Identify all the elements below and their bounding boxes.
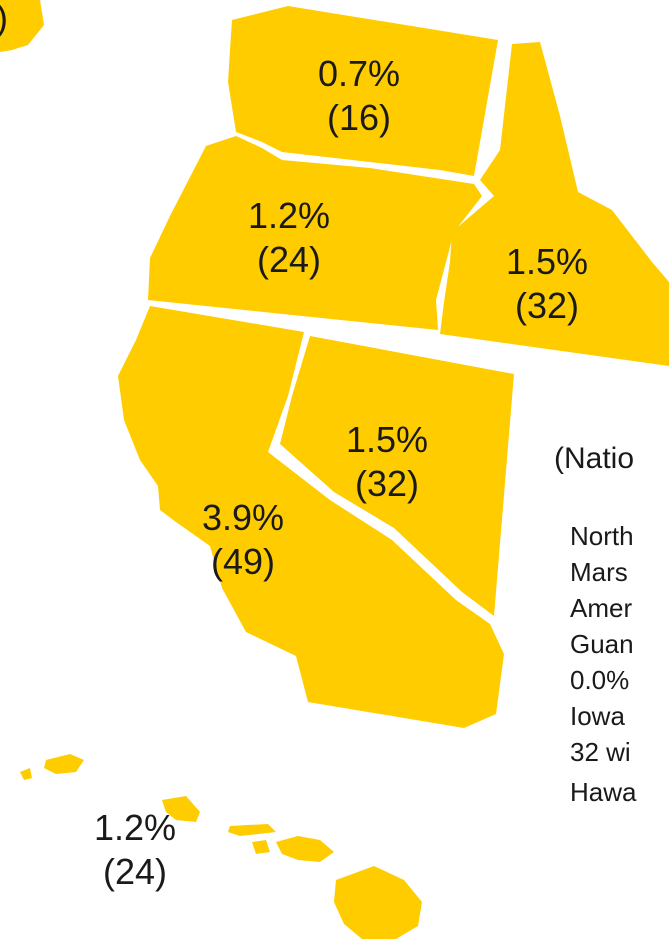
notes-line: North: [570, 521, 634, 551]
notes-line: Iowa: [570, 701, 625, 731]
notes-line: 0.0%: [570, 665, 630, 695]
hawaii-island-kauai: [44, 754, 84, 774]
state-nevada[interactable]: [280, 336, 514, 616]
alaska-fragment-label: ): [0, 0, 8, 40]
hawaii-island-oahu: [162, 796, 200, 822]
hawaii-island-molokai: [228, 824, 276, 836]
label-nevada-count: (32): [355, 463, 420, 504]
notes-line: 32 wi: [570, 737, 631, 767]
state-alaska[interactable]: [0, 0, 44, 52]
notes-line: Amer: [570, 593, 633, 623]
label-washington-pct: 0.7%: [318, 53, 401, 94]
label-california-count: (49): [211, 541, 276, 582]
label-nevada-pct: 1.5%: [346, 419, 429, 460]
label-california-pct: 3.9%: [202, 497, 285, 538]
label-hawaii-pct: 1.2%: [94, 807, 177, 848]
label-idaho-count: (32): [515, 285, 580, 326]
state-california[interactable]: [118, 306, 504, 728]
state-oregon[interactable]: [148, 136, 482, 330]
label-hawaii-count: (24): [103, 851, 168, 892]
notes-line: Mars: [570, 557, 628, 587]
label-idaho-pct: 1.5%: [506, 241, 589, 282]
label-oregon-pct: 1.2%: [248, 195, 331, 236]
label-nevada: 1.5% (32): [346, 418, 428, 506]
label-oregon: 1.2% (24): [248, 194, 330, 282]
state-hawaii[interactable]: [20, 754, 422, 939]
hawaii-island-maui: [276, 836, 334, 862]
label-washington-count: (16): [327, 97, 392, 138]
state-washington[interactable]: [228, 6, 498, 176]
notes-line: Guan: [570, 629, 634, 659]
label-california: 3.9% (49): [202, 496, 284, 584]
hawaii-island-bigisland: [334, 866, 422, 939]
notes-line: Hawa: [570, 777, 637, 807]
hawaii-island-niihau: [20, 768, 32, 780]
hawaii-island-lanai: [252, 840, 270, 854]
state-idaho[interactable]: [440, 42, 669, 366]
label-idaho: 1.5% (32): [506, 240, 588, 328]
label-hawaii: 1.2% (24): [94, 806, 176, 894]
label-oregon-count: (24): [257, 239, 322, 280]
notes-title: (Natio: [554, 442, 635, 475]
label-washington: 0.7% (16): [318, 52, 400, 140]
